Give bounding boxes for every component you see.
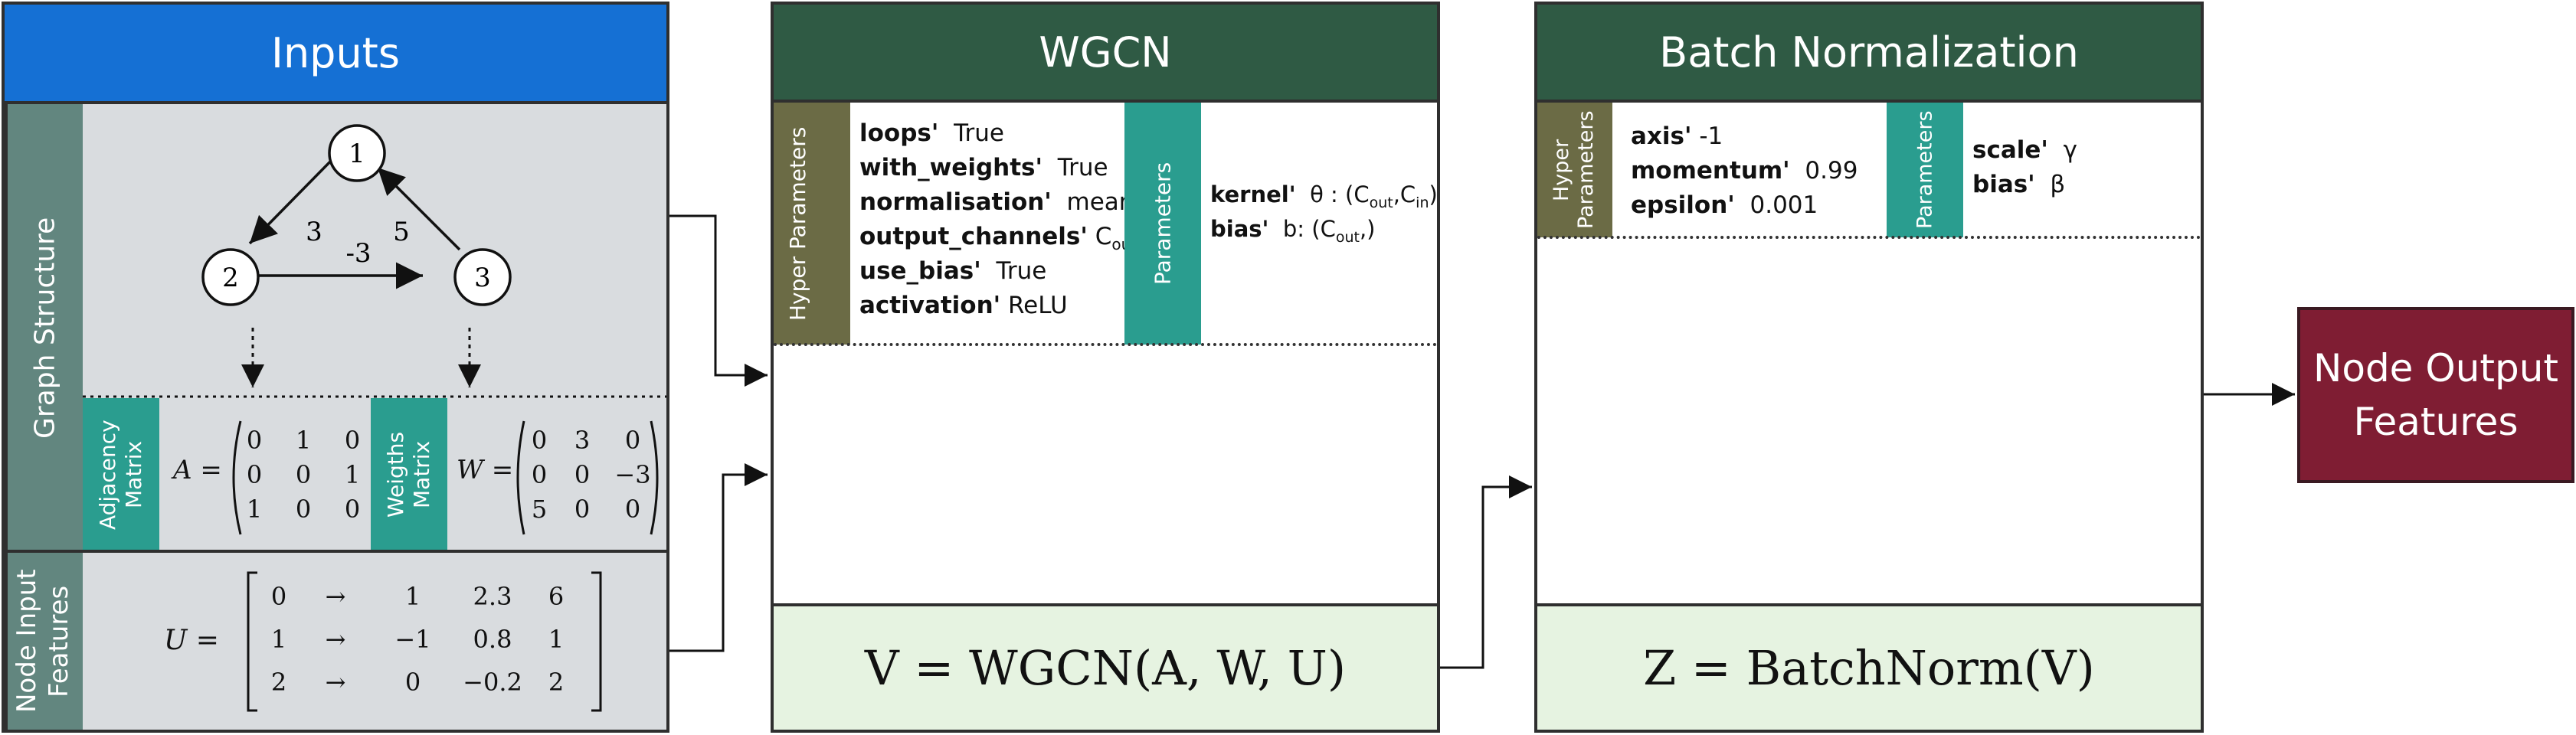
inputs-title: Inputs [5,5,666,104]
w-cell-01: 3 [574,426,591,455]
wgcn-panel: WGCN Hyper Parameters loops' True with_w… [771,2,1440,733]
u-cell-12: −1 [394,625,431,654]
features-area: U = 0 → 1 2.3 6 1 → −1 0.8 1 2 → 0 −0.2 … [83,553,666,730]
wgcn-hp-use-bias: use_bias' True [859,257,1047,285]
adj-cell-02: 0 [344,426,361,455]
graph-diagram: 1 2 3 3 5 -3 [83,124,666,398]
w-cell-10: 0 [531,460,548,489]
w-cell-22: 0 [624,495,641,524]
u-cell-20: 2 [270,668,287,697]
u-cell-04: 6 [548,582,565,611]
bn-formula: Z = BatchNorm(V) [1537,606,2201,730]
u-cell-13: 0.8 [473,625,512,654]
u-cell-03: 2.3 [473,582,512,611]
w-cell-20: 5 [531,495,548,524]
node-1-label: 1 [349,139,365,169]
features-lhs: U = [164,625,219,656]
bn-hp-momentum: momentum' 0.99 [1631,157,1858,185]
u-cell-10: 1 [270,625,287,654]
wgcn-formula-divider [774,603,1437,606]
w-cell-11: 0 [574,460,591,489]
adj-cell-01: 1 [295,426,312,455]
adj-cell-12: 1 [344,460,361,489]
wgcn-hp-with-weights: with_weights' True [859,154,1108,181]
wgcn-hp-activation: activation' ReLU [859,292,1068,319]
wgcn-hp-normalisation: normalisation' mean [859,188,1134,216]
adj-cell-22: 0 [344,495,361,524]
u-cell-24: 2 [548,668,565,697]
bn-formula-divider [1537,603,2201,606]
output-label-line2: Features [2353,400,2519,444]
wgcn-title: WGCN [774,5,1437,103]
w-cell-21: 0 [574,495,591,524]
weights-lhs: W = [457,455,514,485]
wgcn-hp-separator [774,343,1437,346]
u-cell-23: −0.2 [463,668,522,697]
batchnorm-panel: Batch Normalization Hyper Parameters axi… [1534,2,2204,733]
bn-hp-axis: axis' -1 [1631,122,1723,150]
adj-cell-11: 0 [295,460,312,489]
wgcn-params-label: Parameters [1124,103,1201,345]
wgcn-hyper-label: Hyper Parameters [774,103,850,345]
adj-cell-21: 0 [295,495,312,524]
weights-parens [516,420,659,535]
edge-label-minus3: -3 [345,238,371,269]
output-label-line1: Node Output [2313,346,2559,390]
edge-label-5: 5 [393,217,410,247]
u-cell-01: → [325,582,346,611]
bn-hp-epsilon: epsilon' 0.001 [1631,191,1818,219]
u-cell-00: 0 [270,582,287,611]
graph-area: 1 2 3 3 5 -3 Adjacency Matrix A = 0 1 0 … [83,104,666,551]
inputs-panel: Inputs Graph Structure 1 2 3 3 5 -3 [2,2,669,733]
arrow-features-to-wgcn [669,463,768,652]
u-cell-21: → [325,668,346,697]
u-cell-14: 1 [548,625,565,654]
edge-3-1 [376,166,461,251]
batchnorm-title: Batch Normalization [1537,5,2201,103]
edge-label-3: 3 [306,217,322,247]
w-cell-02: 0 [624,426,641,455]
w-cell-12: −3 [614,460,651,489]
bn-hp-separator [1537,236,2201,239]
node-2-label: 2 [222,263,239,293]
node-3 [453,248,512,306]
u-cell-22: 0 [404,668,421,697]
adj-cell-20: 1 [246,495,263,524]
bn-hyper-label: Hyper Parameters [1537,103,1612,237]
arrow-graph-to-wgcn [669,214,768,387]
adj-cell-10: 0 [246,460,263,489]
wgcn-hp-loops: loops' True [859,119,1004,147]
wgcn-param-kernel: kernel' θ : (Cout,Cin) [1210,181,1438,211]
bn-param-scale: scale' γ [1972,136,2077,164]
edge-1-2 [248,155,337,245]
u-cell-11: → [325,625,346,654]
node-2 [201,248,260,306]
node-1 [328,124,386,182]
u-cell-02: 1 [404,582,421,611]
adjacency-lhs: A = [173,455,222,485]
wgcn-param-bias: bias' b: (Cout,) [1210,216,1376,246]
w-cell-00: 0 [531,426,548,455]
wgcn-formula: V = WGCN(A, W, U) [774,606,1437,730]
features-brackets [247,571,602,712]
node-output-features-box: Node Output Features [2297,307,2574,483]
inputs-divider [5,550,666,553]
arrow-wgcn-to-bn [1440,475,1532,669]
adj-cell-00: 0 [246,426,263,455]
bn-params-label: Parameters [1887,103,1963,237]
bn-param-bias: bias' β [1972,171,2066,198]
node-3-label: 3 [474,263,491,293]
